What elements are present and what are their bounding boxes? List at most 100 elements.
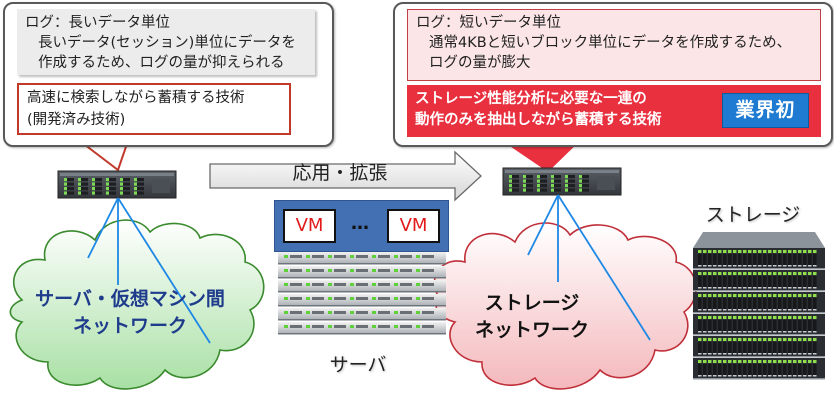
disk-led (708, 250, 712, 253)
disk-label (743, 265, 747, 267)
server-led (328, 325, 332, 328)
disk (763, 254, 767, 265)
drive-led (537, 184, 540, 188)
disk (778, 342, 782, 353)
disk-led (798, 294, 802, 297)
disk (788, 254, 792, 265)
drive-led (579, 184, 582, 188)
disk (753, 298, 757, 309)
disk-led (723, 338, 727, 341)
network-label-line: サーバ・仮想マシン間 (35, 288, 225, 310)
server-edge (278, 319, 446, 321)
disk-led (793, 316, 797, 319)
server-slot (290, 325, 302, 328)
disk-label (813, 309, 817, 311)
disk (803, 320, 807, 331)
disk-led (733, 338, 737, 341)
drive-led (523, 188, 526, 192)
disk-label (743, 309, 747, 311)
drive-led (78, 178, 81, 182)
new-technology-box: ストレージ性能分析に必要な一連の 動作のみを抽出しながら蓄積する技術 業界初 (407, 85, 821, 137)
disk-led (788, 338, 792, 341)
drive-bay (523, 184, 533, 188)
disk (773, 364, 777, 375)
server-slot (356, 283, 368, 286)
disk-label (713, 265, 717, 267)
drive-bay (106, 191, 116, 195)
server-slot (422, 325, 434, 328)
drive-bay (134, 178, 144, 182)
disk (803, 298, 807, 309)
disk (758, 276, 762, 287)
server-slot (334, 255, 346, 258)
server-led (284, 255, 288, 258)
disk-led (793, 250, 797, 253)
disk (763, 320, 767, 331)
disk-led (743, 360, 747, 363)
disk-label (718, 265, 722, 267)
disk (813, 342, 817, 353)
disk (763, 276, 767, 287)
disk-led (788, 360, 792, 363)
disk (758, 342, 762, 353)
disk (758, 320, 762, 331)
disk-led (763, 316, 767, 319)
disk-label (748, 309, 752, 311)
server-led (372, 311, 376, 314)
disk (788, 364, 792, 375)
long-unit-log-note: ログ：長いデータ単位 長いデータ(セッション)単位にデータを 作成するため、ログ… (17, 9, 315, 75)
drive-led (64, 191, 67, 195)
disk-label (773, 331, 777, 333)
server-led (372, 269, 376, 272)
server-led (306, 269, 310, 272)
drive-led (78, 187, 81, 191)
disk (703, 276, 707, 287)
disk-led (713, 316, 717, 319)
disk-led (743, 316, 747, 319)
network-label-line: ネットワーク (474, 319, 589, 341)
drive-led (120, 187, 123, 191)
server-slot (334, 283, 346, 286)
server-slot (356, 325, 368, 328)
disk (733, 276, 737, 287)
drive-led (551, 175, 554, 179)
disk-led (703, 272, 707, 275)
disk-led (763, 338, 767, 341)
disk-label (768, 309, 772, 311)
disk-led (813, 272, 817, 275)
server-slot (290, 283, 302, 286)
drive-led (565, 184, 568, 188)
server-edge (278, 305, 446, 307)
disk-led (698, 250, 702, 253)
server-led (350, 269, 354, 272)
disk-led (798, 272, 802, 275)
disk (813, 254, 817, 265)
drive-led (551, 188, 554, 192)
disk-label (718, 287, 722, 289)
drive-bay (106, 187, 116, 191)
disk-label (788, 375, 792, 377)
disk-led (733, 360, 737, 363)
server-led (350, 325, 354, 328)
drive-led (551, 184, 554, 188)
server-slot (378, 297, 390, 300)
server-led (416, 297, 420, 300)
disk-led (713, 250, 717, 253)
disk (738, 298, 742, 309)
drive-bay (78, 187, 88, 191)
server-slot (290, 269, 302, 272)
disk-label (708, 287, 712, 289)
disk-label (758, 287, 762, 289)
disk (728, 298, 732, 309)
storage-network-label: ストレージ ネットワーク (472, 290, 592, 344)
short-unit-log-note: ログ：短いデータ単位 通常4KBと短いブロック単位にデータを作成するため、 ログ… (407, 9, 821, 81)
disk (738, 342, 742, 353)
disk (728, 320, 732, 331)
disk (768, 254, 772, 265)
disk-led (743, 250, 747, 253)
disk (798, 254, 802, 265)
server-slot (334, 325, 346, 328)
disk (808, 320, 812, 331)
server-slot (422, 269, 434, 272)
disk-label (773, 287, 777, 289)
